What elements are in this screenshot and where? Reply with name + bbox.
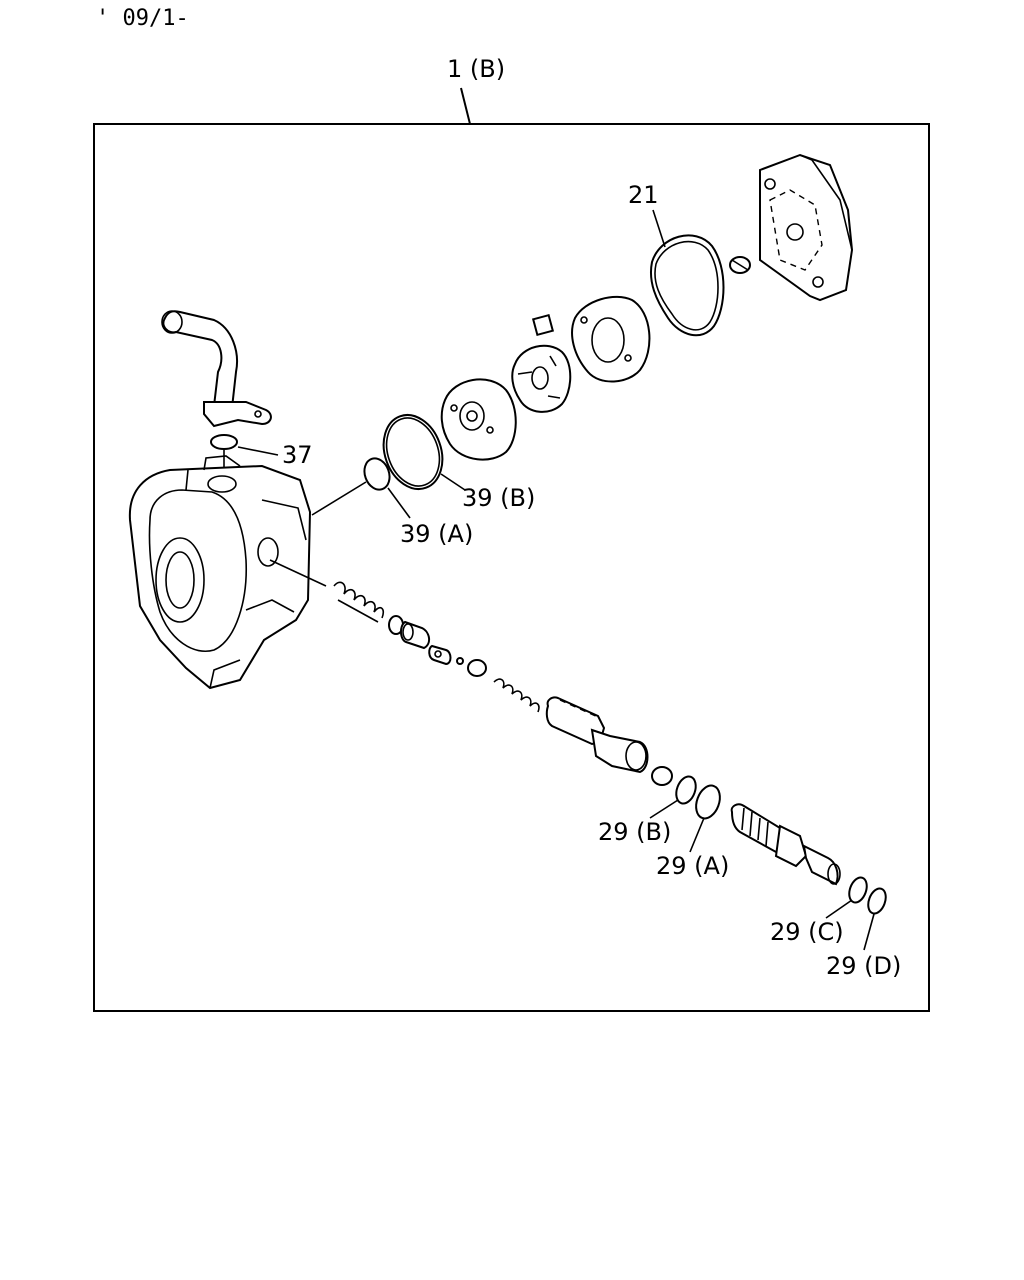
rear-cover-plate — [759, 153, 854, 302]
side-plate — [440, 378, 517, 461]
control-spring — [493, 678, 540, 713]
valve-sleeve — [400, 620, 430, 650]
assembly-label: 1 (B) — [447, 55, 505, 83]
inlet-pipe — [161, 310, 272, 428]
date-code: ' 09/1- — [96, 6, 189, 31]
cam-ring — [571, 295, 651, 383]
relief-spring — [333, 581, 385, 623]
callout-39b-leader — [440, 473, 466, 491]
callout-29d: 29 (D) — [826, 952, 901, 980]
callout-29b-leader — [649, 799, 679, 819]
callout-21: 21 — [628, 181, 659, 209]
o-ring-39a — [363, 457, 391, 491]
ball-seat — [467, 659, 487, 677]
callout-29a-leader — [689, 817, 705, 853]
dowel-pin — [729, 256, 751, 274]
callout-29a: 29 (A) — [656, 852, 729, 880]
pump-rotor — [511, 344, 572, 413]
o-ring-29b — [675, 775, 697, 805]
o-ring-37 — [210, 434, 238, 450]
valve-cap — [651, 766, 673, 786]
o-ring-39b — [382, 414, 444, 490]
check-ball — [456, 657, 464, 665]
callout-21-leader — [652, 209, 666, 248]
pump-housing — [128, 455, 312, 690]
o-ring-29a — [695, 784, 721, 820]
gasket-21 — [650, 234, 725, 337]
pump-vane — [531, 313, 555, 337]
valve-plug — [428, 644, 452, 666]
callout-37: 37 — [282, 441, 313, 469]
union-fitting — [730, 803, 841, 886]
callout-29b: 29 (B) — [598, 818, 671, 846]
callout-39a: 39 (A) — [400, 520, 473, 548]
assembly-frame — [93, 123, 930, 1012]
o-ring-29c — [848, 876, 868, 904]
callout-29c: 29 (C) — [770, 918, 844, 946]
callout-39b: 39 (B) — [462, 484, 535, 512]
o-ring-29d — [867, 887, 887, 915]
callout-29c-leader — [825, 899, 853, 919]
axis-line — [311, 481, 367, 516]
callout-37-leader — [237, 446, 279, 456]
callout-29d-leader — [863, 913, 875, 951]
flow-control-valve — [545, 696, 649, 774]
assembly-leader — [460, 87, 471, 125]
callout-39a-leader — [387, 487, 411, 519]
